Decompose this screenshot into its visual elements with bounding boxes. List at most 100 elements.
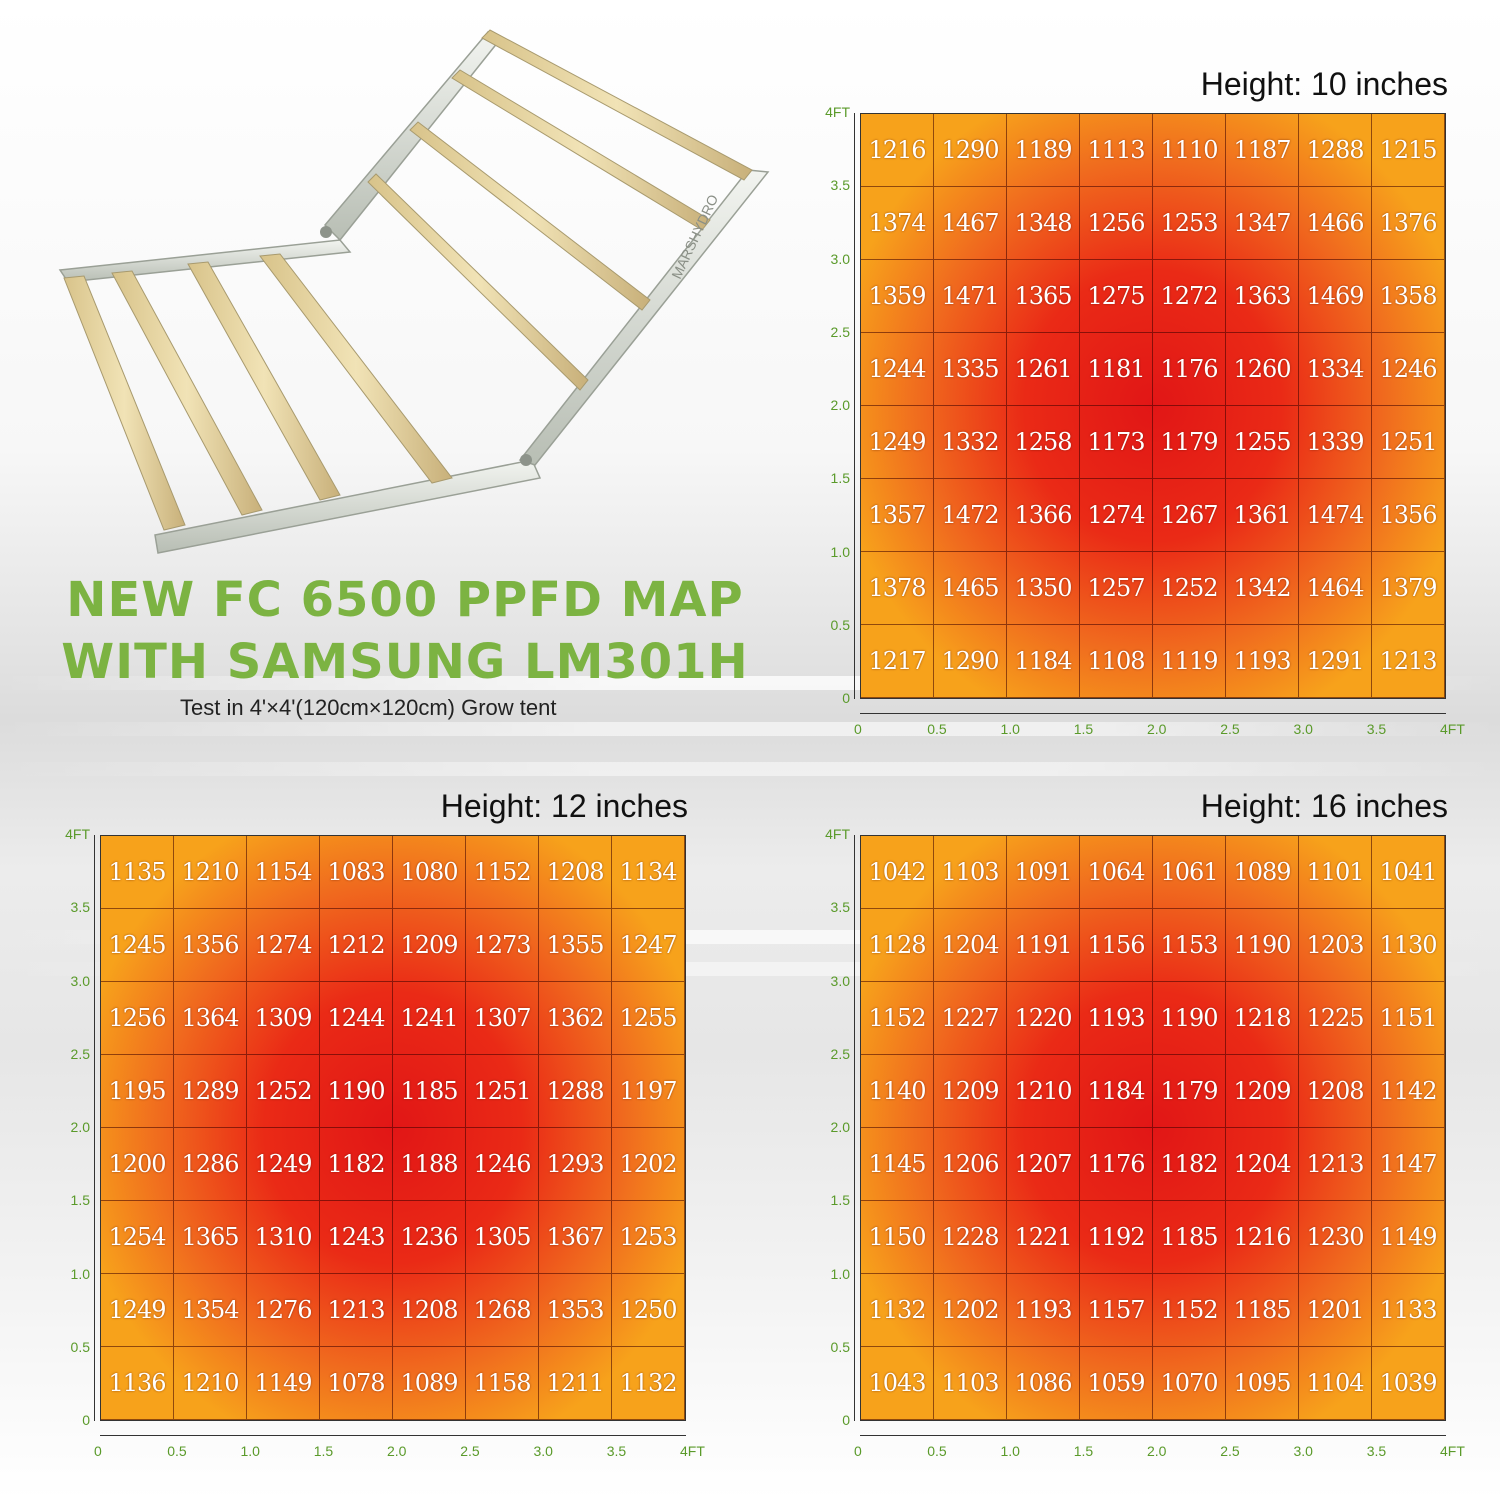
ppfd-cell: 1089 xyxy=(393,1347,466,1420)
ppfd-cell: 1249 xyxy=(247,1128,320,1201)
ppfd-cell: 1272 xyxy=(1153,260,1226,333)
ppfd-cell: 1288 xyxy=(539,1055,612,1128)
y-tick-label: 0.5 xyxy=(830,1338,850,1355)
ppfd-cell: 1204 xyxy=(934,909,1007,982)
ppfd-cell: 1215 xyxy=(1372,114,1445,187)
ppfd-cell: 1217 xyxy=(861,625,934,698)
x-tick-label: 2.0 xyxy=(387,1443,407,1459)
ppfd-cell: 1230 xyxy=(1299,1201,1372,1274)
ppfd-cell: 1191 xyxy=(1007,909,1080,982)
ppfd-cell: 1080 xyxy=(393,836,466,909)
ppfd-cell: 1158 xyxy=(466,1347,539,1420)
ppfd-cell: 1293 xyxy=(539,1128,612,1201)
y-tick-label: 1.5 xyxy=(830,470,850,487)
ppfd-cell: 1185 xyxy=(1153,1201,1226,1274)
test-conditions-subtitle: Test in 4'×4'(120cm×120cm) Grow tent xyxy=(180,695,557,720)
ppfd-cell: 1358 xyxy=(1372,260,1445,333)
ppfd-cell: 1342 xyxy=(1226,552,1299,625)
ppfd-cell: 1290 xyxy=(934,625,1007,698)
ppfd-cell: 1253 xyxy=(1153,187,1226,260)
y-tick-label: 2.0 xyxy=(830,1119,850,1135)
ppfd-cell: 1256 xyxy=(1080,187,1153,260)
y-tick-label: 2.0 xyxy=(70,1119,90,1135)
x-tick-label: 2.5 xyxy=(1220,721,1240,737)
ppfd-cell: 1221 xyxy=(1007,1201,1080,1274)
ppfd-cell: 1310 xyxy=(247,1201,320,1274)
ppfd-cell: 1273 xyxy=(466,909,539,982)
ppfd-cell: 1347 xyxy=(1226,187,1299,260)
ppfd-cell: 1374 xyxy=(861,187,934,260)
ppfd-cell: 1039 xyxy=(1372,1347,1445,1420)
y-axis-line xyxy=(854,835,855,1421)
ppfd-cell: 1103 xyxy=(934,836,1007,909)
ppfd-cell: 1202 xyxy=(934,1274,1007,1347)
ppfd-cell: 1256 xyxy=(101,982,174,1055)
headline-line-1: NEW FC 6500 PPFD MAP xyxy=(66,572,744,628)
ppfd-cell: 1362 xyxy=(539,982,612,1055)
ppfd-cell: 1268 xyxy=(466,1274,539,1347)
headline-line-2: WITH SAMSUNG LM301H xyxy=(61,634,749,690)
chart-title: Height: 16 inches xyxy=(1200,788,1448,824)
ppfd-cell: 1216 xyxy=(861,114,934,187)
x-tick-label: 0.5 xyxy=(167,1443,187,1459)
ppfd-cell: 1130 xyxy=(1372,909,1445,982)
x-tick-label: 3.0 xyxy=(1293,721,1313,737)
ppfd-cell: 1469 xyxy=(1299,260,1372,333)
x-tick-label: 1.5 xyxy=(1073,721,1094,737)
x-tick-label: 0 xyxy=(854,721,862,737)
ppfd-cell: 1376 xyxy=(1372,187,1445,260)
ppfd-cell: 1379 xyxy=(1372,552,1445,625)
y-tick-label: 1.0 xyxy=(70,1265,90,1282)
ppfd-cell: 1350 xyxy=(1007,552,1080,625)
ppfd-cell: 1154 xyxy=(247,836,320,909)
y-tick-label: 0 xyxy=(842,1412,850,1428)
y-axis-line xyxy=(854,113,855,699)
x-axis-line xyxy=(860,713,1446,714)
ppfd-cell: 1185 xyxy=(393,1055,466,1128)
ppfd-cell: 1086 xyxy=(1007,1347,1080,1420)
ppfd-cell: 1228 xyxy=(934,1201,1007,1274)
ppfd-cell: 1208 xyxy=(393,1274,466,1347)
background-light-streak xyxy=(0,722,1500,736)
background-light-streak xyxy=(0,762,1500,776)
ppfd-cell: 1128 xyxy=(861,909,934,982)
ppfd-cell: 1132 xyxy=(861,1274,934,1347)
ppfd-cell: 1247 xyxy=(612,909,685,982)
ppfd-cell: 1251 xyxy=(466,1055,539,1128)
ppfd-cell: 1150 xyxy=(861,1201,934,1274)
ppfd-cell: 1152 xyxy=(1153,1274,1226,1347)
x-axis-line xyxy=(100,1435,686,1436)
ppfd-cell: 1041 xyxy=(1372,836,1445,909)
ppfd-cell: 1209 xyxy=(1226,1055,1299,1128)
ppfd-cell: 1091 xyxy=(1007,836,1080,909)
ppfd-cell: 1472 xyxy=(934,479,1007,552)
y-tick-label: 0.5 xyxy=(830,616,850,633)
ppfd-cell: 1255 xyxy=(612,982,685,1055)
x-tick-label: 3.0 xyxy=(533,1443,553,1459)
y-tick-label: 3.0 xyxy=(70,972,90,989)
y-tick-label: 4FT xyxy=(825,104,850,120)
ppfd-cell: 1209 xyxy=(934,1055,1007,1128)
ppfd-cell: 1201 xyxy=(1299,1274,1372,1347)
ppfd-cell: 1243 xyxy=(320,1201,393,1274)
ppfd-cell: 1212 xyxy=(320,909,393,982)
ppfd-cell: 1140 xyxy=(861,1055,934,1128)
ppfd-cell: 1252 xyxy=(1153,552,1226,625)
ppfd-cell: 1176 xyxy=(1080,1128,1153,1201)
ppfd-cell: 1471 xyxy=(934,260,1007,333)
ppfd-cell: 1061 xyxy=(1153,836,1226,909)
ppfd-cell: 1467 xyxy=(934,187,1007,260)
ppfd-cell: 1078 xyxy=(320,1347,393,1420)
x-tick-label: 1.5 xyxy=(1073,1443,1094,1459)
ppfd-cell: 1153 xyxy=(1153,909,1226,982)
ppfd-cell: 1208 xyxy=(1299,1055,1372,1128)
y-tick-label: 0.5 xyxy=(70,1338,90,1355)
ppfd-cell: 1366 xyxy=(1007,479,1080,552)
ppfd-cell: 1197 xyxy=(612,1055,685,1128)
ppfd-cell: 1267 xyxy=(1153,479,1226,552)
y-tick-label: 4FT xyxy=(825,826,850,842)
ppfd-cell: 1119 xyxy=(1153,625,1226,698)
